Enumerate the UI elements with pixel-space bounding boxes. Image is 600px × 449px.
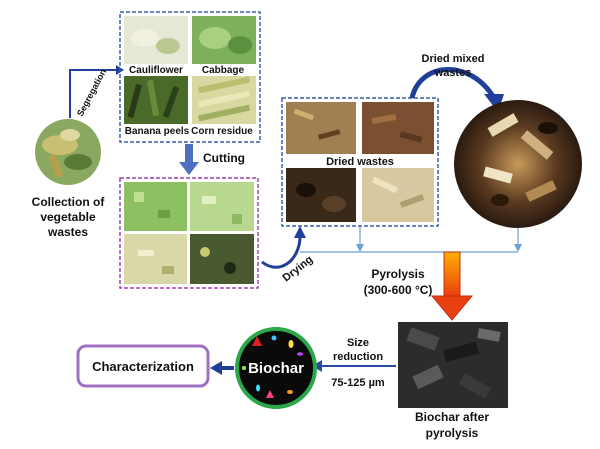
cabbage-photo (192, 16, 256, 64)
cut-vegetables-photos (124, 182, 254, 284)
pyrolysis-label-line1: Pyrolysis (371, 267, 425, 281)
biochar-label: Biochar (248, 360, 304, 377)
connector-dried-head (356, 244, 364, 252)
size-reduction-label-line1: Size (347, 337, 369, 349)
segregation-label: Segregation (75, 67, 108, 118)
dried-wastes-photos (286, 102, 434, 222)
cauliflower-label: Cauliflower (129, 65, 183, 76)
drying-arrow (261, 235, 302, 269)
drying-arrowhead (294, 226, 306, 238)
vegetable-frame (119, 11, 261, 143)
mixing-arrow (409, 67, 497, 100)
dried-wastes-label-bg (315, 154, 407, 168)
collection-label-line3: wastes (47, 225, 88, 239)
characterization-label: Characterization (92, 359, 194, 374)
connector-mixed-head (514, 244, 522, 252)
collection-label-line1: Collection of (32, 195, 106, 209)
dried-mixed-label-line1: Dried mixed (422, 53, 485, 65)
dried-mixed-wastes-photo (454, 100, 582, 228)
collection-photo (35, 119, 101, 185)
collection-label-line2: vegetable (40, 210, 96, 224)
corn-residue-photo (192, 76, 256, 124)
biochar-after-label-line2: pyrolysis (426, 426, 479, 440)
pyrolysis-arrowhead (430, 295, 474, 321)
cutting-arrowhead (179, 162, 199, 175)
cabbage-label: Cabbage (202, 65, 245, 76)
dried-mixed-label-line2: wastes (434, 67, 472, 79)
banana-peels-photo (124, 76, 188, 124)
cut-vegetables-frame (119, 177, 259, 289)
drying-label: Drying (280, 253, 315, 284)
pyrolysis-arrow-shaft (443, 251, 461, 299)
biochar-after-label-line1: Biochar after (415, 410, 489, 424)
biochar-particles (242, 335, 303, 398)
size-reduction-arrowhead (312, 360, 322, 372)
pyrolysis-label-line2: (300-600 °C) (364, 283, 433, 297)
dried-wastes-label: Dried wastes (326, 156, 394, 168)
size-reduction-label-line2: reduction (333, 351, 383, 363)
size-reduction-label-line3: 75-125 µm (331, 377, 385, 389)
banana-peels-label: Banana peels (125, 126, 190, 137)
cutting-arrow-shaft (185, 144, 193, 164)
cutting-label: Cutting (203, 151, 245, 165)
characterization-arrowhead (210, 361, 222, 375)
biochar-after-pyrolysis-photo (398, 322, 508, 408)
segregation-arrow (69, 69, 116, 118)
characterization-box (76, 344, 210, 388)
corn-residue-label: Corn residue (191, 126, 253, 137)
cauliflower-photo (124, 16, 188, 64)
